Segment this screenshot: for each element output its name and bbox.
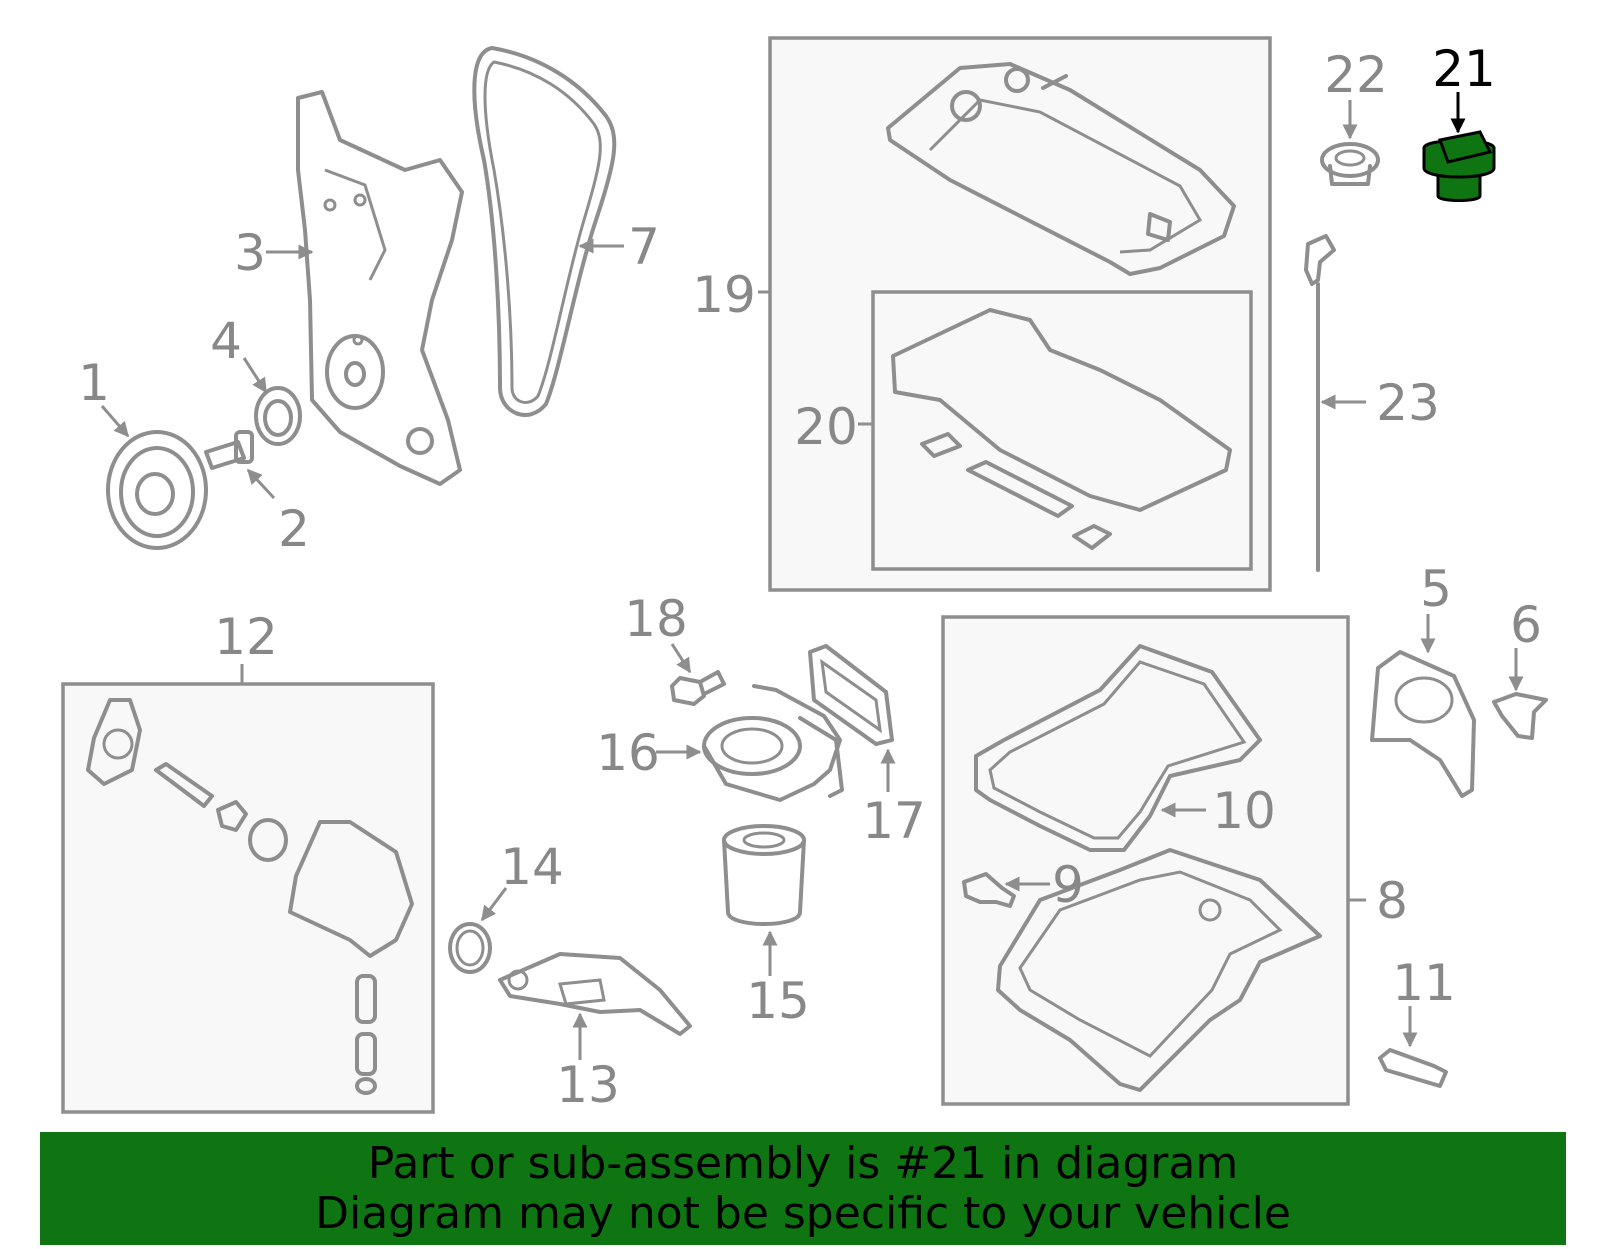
part-14-o-ring[interactable] xyxy=(448,922,492,974)
info-banner: Part or sub-assembly is #21 in diagram D… xyxy=(40,1132,1566,1245)
part-20-valve-cover-gasket[interactable] xyxy=(891,308,1232,550)
callout-19: 19 xyxy=(692,266,756,324)
part-22-plug[interactable] xyxy=(1320,142,1380,186)
part-10-oil-pan-gasket[interactable] xyxy=(974,644,1262,852)
part-17-housing-gasket[interactable] xyxy=(808,644,894,746)
leader-4 xyxy=(242,357,268,394)
part-1-crank-pulley[interactable] xyxy=(106,430,208,550)
group-box-12 xyxy=(61,682,435,1114)
leader-18 xyxy=(670,643,692,674)
callout-22: 22 xyxy=(1324,46,1388,104)
part-5-rear-cover[interactable] xyxy=(1370,650,1476,798)
group-box-20 xyxy=(871,290,1253,571)
part-12-oil-pump-assembly[interactable] xyxy=(86,698,414,1095)
callout-2: 2 xyxy=(278,500,310,558)
part-2-pulley-bolt[interactable] xyxy=(204,430,254,470)
part-7-timing-chain[interactable] xyxy=(472,46,617,417)
callout-14: 14 xyxy=(500,838,564,896)
part-11-drain-plug[interactable] xyxy=(1378,1048,1448,1088)
part-4-front-seal[interactable] xyxy=(254,386,302,446)
leader-1 xyxy=(100,405,130,438)
callout-4: 4 xyxy=(210,312,242,370)
part-18-bolt[interactable] xyxy=(670,670,726,706)
callout-20: 20 xyxy=(794,398,858,456)
callout-3: 3 xyxy=(234,224,266,282)
callout-10: 10 xyxy=(1212,782,1276,840)
callout-11: 11 xyxy=(1392,954,1456,1012)
leader-2 xyxy=(246,468,276,500)
callout-18: 18 xyxy=(624,590,688,648)
part-9-oil-level-sensor[interactable] xyxy=(962,872,1016,908)
part-16-oil-filter-housing[interactable] xyxy=(702,684,844,802)
callout-5: 5 xyxy=(1420,560,1452,618)
callout-23: 23 xyxy=(1376,374,1440,432)
callout-7: 7 xyxy=(628,218,660,276)
part-19-valve-cover[interactable] xyxy=(886,62,1236,276)
callout-9: 9 xyxy=(1052,856,1084,914)
part-6-bracket[interactable] xyxy=(1492,692,1548,740)
part-8-oil-pan[interactable] xyxy=(996,848,1322,1092)
callout-21: 21 xyxy=(1432,40,1496,98)
part-21-oil-filler-cap[interactable] xyxy=(1422,130,1496,202)
callout-6: 6 xyxy=(1510,596,1542,654)
callout-16: 16 xyxy=(596,724,660,782)
callout-1: 1 xyxy=(78,354,110,412)
part-13-oil-pickup[interactable] xyxy=(498,952,692,1036)
callout-17: 17 xyxy=(862,792,926,850)
callout-15: 15 xyxy=(746,972,810,1030)
part-15-oil-filter[interactable] xyxy=(722,824,806,926)
leader-14 xyxy=(480,887,508,922)
part-23-dipstick[interactable] xyxy=(1304,234,1336,572)
banner-line-1: Part or sub-assembly is #21 in diagram xyxy=(367,1137,1239,1189)
callout-13: 13 xyxy=(556,1056,620,1114)
callout-12: 12 xyxy=(214,608,278,666)
banner-line-2: Diagram may not be specific to your vehi… xyxy=(315,1187,1291,1239)
part-3-timing-cover[interactable] xyxy=(296,90,464,486)
callout-8: 8 xyxy=(1376,872,1408,930)
